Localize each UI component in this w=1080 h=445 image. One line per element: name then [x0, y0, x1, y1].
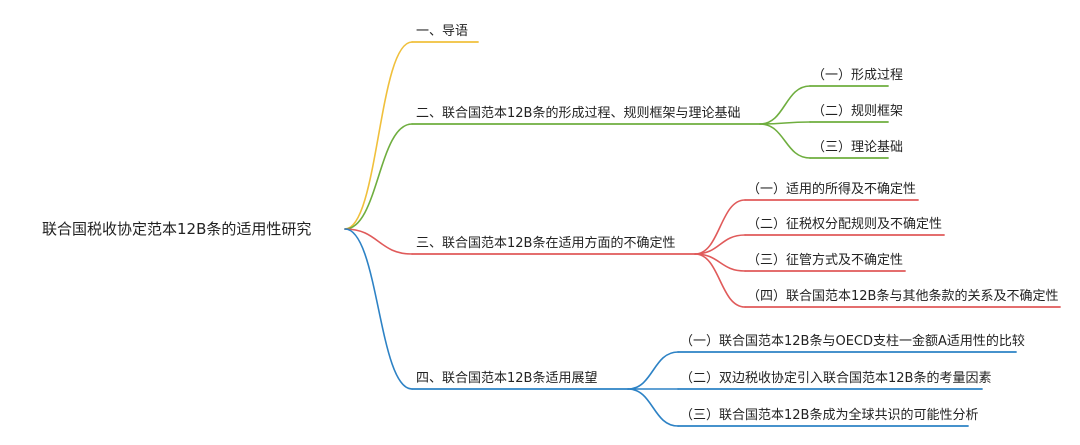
branch-topic-1[interactable]: 一、导语 — [416, 24, 468, 39]
subtopic-connector-3-2 — [694, 234, 746, 255]
branch-connector-3 — [344, 228, 413, 255]
subtopic-3-1[interactable]: （一）适用的所得及不确定性 — [747, 181, 916, 197]
subtopic-connector-4-1 — [627, 351, 679, 390]
subtopic-2-1[interactable]: （一）形成过程 — [812, 68, 903, 83]
branch-connector-2 — [344, 123, 413, 230]
mind-map-nodes: 联合国税收协定范本12B条的适用性研究 一、导语二、联合国范本12B条的形成过程… — [42, 24, 1058, 423]
branch-topic-2[interactable]: 二、联合国范本12B条的形成过程、规则框架与理论基础 — [416, 105, 740, 121]
root-topic[interactable]: 联合国税收协定范本12B条的适用性研究 — [42, 220, 311, 238]
subtopic-4-3[interactable]: （三）联合国范本12B条成为全球共识的可能性分析 — [680, 407, 978, 423]
branch-connector-4 — [344, 228, 413, 390]
subtopic-3-3[interactable]: （三）征管方式及不确定性 — [747, 252, 903, 268]
subtopic-connector-3-4 — [694, 253, 746, 308]
subtopic-connector-2-3 — [759, 123, 811, 159]
branch-connector-1 — [344, 41, 413, 230]
branch-topic-4[interactable]: 四、联合国范本12B条适用展望 — [416, 370, 597, 386]
mind-map-edges — [344, 41, 1061, 427]
subtopic-connector-3-1 — [694, 199, 746, 255]
subtopic-2-3[interactable]: （三）理论基础 — [812, 140, 903, 155]
subtopic-4-1[interactable]: （一）联合国范本12B条与OECD支柱一金额A适用性的比较 — [680, 333, 1025, 349]
subtopic-4-2[interactable]: （二）双边税收协定引入联合国范本12B条的考量因素 — [680, 370, 991, 386]
subtopic-2-2[interactable]: （二）规则框架 — [812, 104, 903, 119]
subtopic-3-4[interactable]: （四）联合国范本12B条与其他条款的关系及不确定性 — [747, 288, 1058, 304]
subtopic-connector-2-1 — [759, 85, 811, 125]
branch-topic-3[interactable]: 三、联合国范本12B条在适用方面的不确定性 — [416, 235, 675, 251]
subtopic-3-2[interactable]: （二）征税权分配规则及不确定性 — [747, 216, 942, 232]
subtopic-connector-4-3 — [627, 388, 679, 427]
